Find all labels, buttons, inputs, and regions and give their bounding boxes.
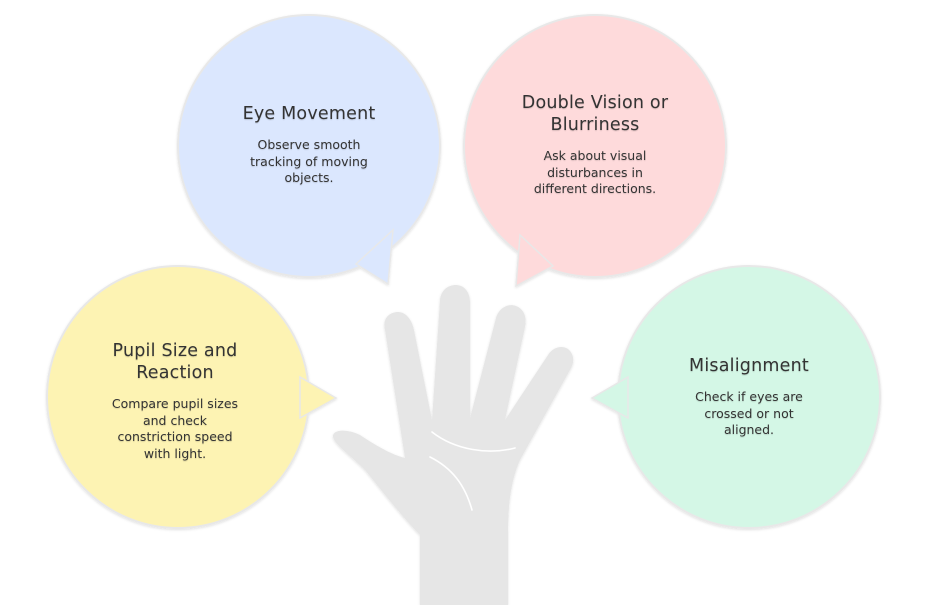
misalignment-desc-line: aligned. (723, 422, 775, 437)
bubble-pupil (46, 265, 338, 529)
palm-line-lower (429, 456, 473, 511)
bubble-pupil-tail (299, 375, 338, 420)
double-vision-title: Double Vision or Blurriness (485, 92, 705, 136)
misalignment-description: Check if eyes are crossed or not aligned… (649, 389, 849, 439)
double-vision-text: Double Vision or Blurriness Ask about vi… (485, 92, 705, 198)
double-vision-desc-line: different directions. (533, 181, 657, 196)
eye-movement-title: Eye Movement (242, 104, 376, 124)
hand-icon (332, 285, 574, 605)
pupil-desc-line: constriction speed (117, 429, 233, 444)
pupil-description: Compare pupil sizes and check constricti… (75, 396, 275, 462)
pupil-title-line: Reaction (136, 363, 214, 383)
misalignment-text: Misalignment Check if eyes are crossed o… (649, 355, 849, 439)
pupil-title: Pupil Size and Reaction (75, 340, 275, 384)
hand-illustration (332, 285, 574, 605)
eye-movement-desc-line: Observe smooth (257, 137, 361, 152)
palm-line-upper (431, 431, 516, 452)
bubble-eye-movement (177, 14, 441, 286)
pupil-desc-line: Compare pupil sizes (111, 396, 239, 411)
misalignment-desc-line: Check if eyes are (695, 389, 803, 404)
pupil-desc-line: and check (142, 412, 208, 428)
eye-movement-text: Eye Movement Observe smooth tracking of … (209, 103, 409, 187)
bubble-double-vision-circle (463, 14, 727, 278)
double-vision-title-line: Blurriness (550, 115, 640, 135)
double-vision-title-line: Double Vision or (521, 93, 669, 113)
bubble-double-vision (463, 14, 727, 288)
eye-movement-desc-line: objects. (284, 170, 334, 185)
bubble-eye-movement-tail (354, 228, 394, 286)
pupil-desc-line: with light. (143, 445, 207, 461)
eye-movement-description: Observe smooth tracking of moving object… (209, 137, 409, 187)
pupil-text: Pupil Size and Reaction Compare pupil si… (75, 340, 275, 462)
eye-movement-desc-line: tracking of moving (250, 153, 368, 169)
pupil-title-line: Pupil Size and (112, 341, 238, 361)
misalignment-title: Misalignment (689, 356, 809, 376)
misalignment-desc-line: crossed or not (704, 405, 794, 421)
bubble-misalignment (590, 265, 881, 529)
double-vision-desc-line: disturbances in (547, 164, 643, 180)
bubble-eye-movement-circle (177, 14, 441, 278)
double-vision-description: Ask about visual disturbances in differe… (485, 148, 705, 198)
bubble-misalignment-tail (590, 375, 629, 420)
double-vision-desc-line: Ask about visual (543, 148, 647, 163)
bubble-double-vision-tail (515, 233, 555, 288)
